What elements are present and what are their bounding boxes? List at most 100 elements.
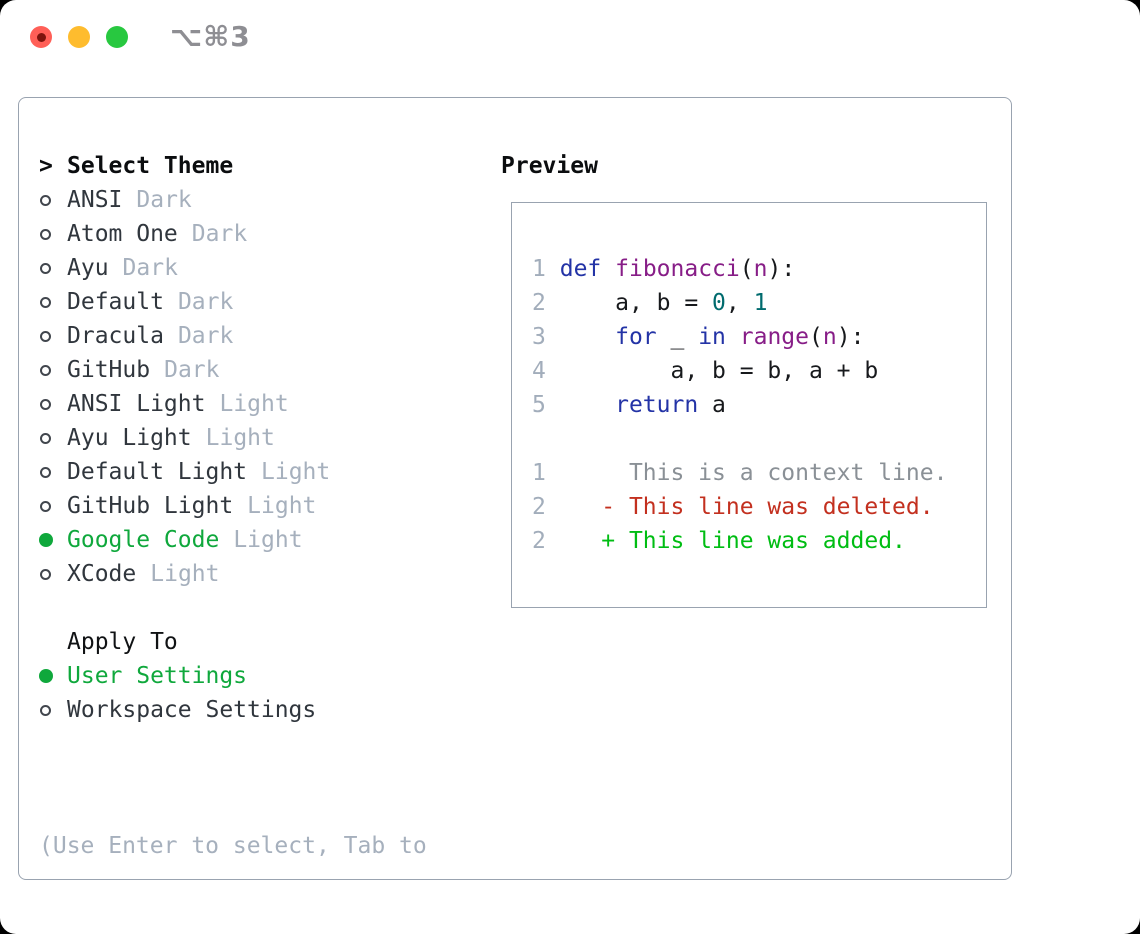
- token-pl: (: [739, 256, 754, 282]
- line-number: 2: [532, 290, 546, 316]
- theme-variant: Dark: [122, 255, 178, 281]
- token-pl: _: [656, 324, 699, 350]
- spacer: [39, 591, 501, 625]
- theme-name: Default: [67, 289, 164, 315]
- theme-option-ansi[interactable]: ANSI Dark: [39, 183, 501, 217]
- apply-to-title: Apply To: [67, 629, 178, 655]
- theme-name: ANSI: [67, 187, 123, 213]
- token-pl: [726, 324, 740, 350]
- focus-arrow-icon: >: [39, 153, 53, 179]
- code-line: 2 + This line was added.: [532, 524, 986, 558]
- close-dot-icon: [36, 32, 46, 42]
- radio-icon: [39, 432, 67, 444]
- close-button[interactable]: [30, 26, 52, 48]
- traffic-lights: [30, 26, 128, 48]
- theme-name: GitHub Light: [67, 493, 234, 519]
- theme-variant: Light: [219, 391, 289, 417]
- token-tn: 0: [712, 290, 726, 316]
- theme-variant: Dark: [136, 187, 192, 213]
- code-line: 4 a, b = b, a + b: [532, 354, 986, 388]
- code-line: 5 return a: [532, 388, 986, 422]
- theme-option-default-light[interactable]: Default Light Light: [39, 455, 501, 489]
- theme-option-ansi-light[interactable]: ANSI Light Light: [39, 387, 501, 421]
- theme-option-github-light[interactable]: GitHub Light Light: [39, 489, 501, 523]
- theme-variant: Dark: [177, 289, 234, 315]
- titlebar: ⌥⌘3: [0, 0, 1140, 97]
- help-line-1: (Use Enter to select, Tab to: [39, 833, 427, 859]
- token-pl: a: [698, 392, 726, 418]
- token-kw: in: [698, 324, 726, 350]
- theme-option-xcode[interactable]: XCode Light: [39, 557, 501, 591]
- theme-option-atom-one[interactable]: Atom One Dark: [39, 217, 501, 251]
- token-pl: a, b =: [545, 290, 713, 316]
- token-kw: return: [615, 392, 699, 418]
- radio-icon: [39, 704, 67, 716]
- token-pl: [546, 392, 615, 418]
- help-text: (Use Enter to select, Tab to change focu…: [39, 761, 501, 934]
- theme-name: Default Light: [67, 459, 248, 485]
- spacer: [39, 727, 501, 761]
- token-add: + This line was added.: [545, 528, 906, 554]
- token-fn: n: [822, 324, 837, 350]
- radio-icon: [39, 364, 67, 376]
- minimize-button[interactable]: [68, 26, 90, 48]
- theme-variant: Dark: [177, 323, 234, 349]
- radio-icon: [39, 568, 67, 580]
- theme-name: Ayu Light: [67, 425, 192, 451]
- token-pl: ):: [836, 324, 865, 350]
- apply-option-label: Workspace Settings: [67, 697, 317, 723]
- token-pl: ,: [725, 290, 754, 316]
- theme-option-ayu[interactable]: Ayu Dark: [39, 251, 501, 285]
- line-number: 3: [532, 324, 546, 350]
- theme-option-default[interactable]: Default Dark: [39, 285, 501, 319]
- preview-title: Preview: [501, 153, 598, 179]
- radio-icon: [39, 466, 67, 478]
- theme-variant: Dark: [191, 221, 248, 247]
- code-line: 3 for _ in range(n):: [532, 320, 986, 354]
- apply-option-workspace-settings[interactable]: Workspace Settings: [39, 693, 501, 727]
- line-number: 2: [532, 494, 546, 520]
- theme-name: XCode: [67, 561, 137, 587]
- line-number: 2: [532, 528, 546, 554]
- radio-selected-icon: [39, 533, 67, 547]
- token-pl: ):: [767, 256, 796, 282]
- token-del: - This line was deleted.: [545, 494, 934, 520]
- radio-icon: [39, 296, 67, 308]
- token-pl: [601, 256, 615, 282]
- line-number: 4: [532, 358, 546, 384]
- theme-name: GitHub: [67, 357, 151, 383]
- theme-name: Google Code: [67, 527, 220, 553]
- radio-icon: [39, 500, 67, 512]
- theme-variant: Light: [247, 493, 317, 519]
- code-line: 1 This is a context line.: [532, 456, 986, 490]
- select-theme-title: Select Theme: [67, 153, 234, 179]
- theme-name: Atom One: [67, 221, 178, 247]
- apply-to-header: Apply To: [39, 625, 501, 659]
- code-line: 2 a, b = 0, 1: [532, 286, 986, 320]
- token-ctx: This is a context line.: [545, 460, 948, 486]
- theme-name: Dracula: [67, 323, 164, 349]
- radio-icon: [39, 262, 67, 274]
- apply-option-user-settings[interactable]: User Settings: [39, 659, 501, 693]
- theme-option-dracula[interactable]: Dracula Dark: [39, 319, 501, 353]
- theme-name: Ayu: [67, 255, 109, 281]
- maximize-button[interactable]: [106, 26, 128, 48]
- theme-variant: Light: [261, 459, 331, 485]
- radio-selected-icon: [39, 669, 67, 683]
- token-fn: fibonacci: [615, 256, 740, 282]
- token-pl: (: [809, 324, 823, 350]
- theme-variant: Light: [150, 561, 220, 587]
- token-tn: 1: [753, 290, 768, 316]
- code-line: 2 - This line was deleted.: [532, 490, 986, 524]
- code-line: [532, 422, 986, 456]
- theme-name: ANSI Light: [67, 391, 206, 417]
